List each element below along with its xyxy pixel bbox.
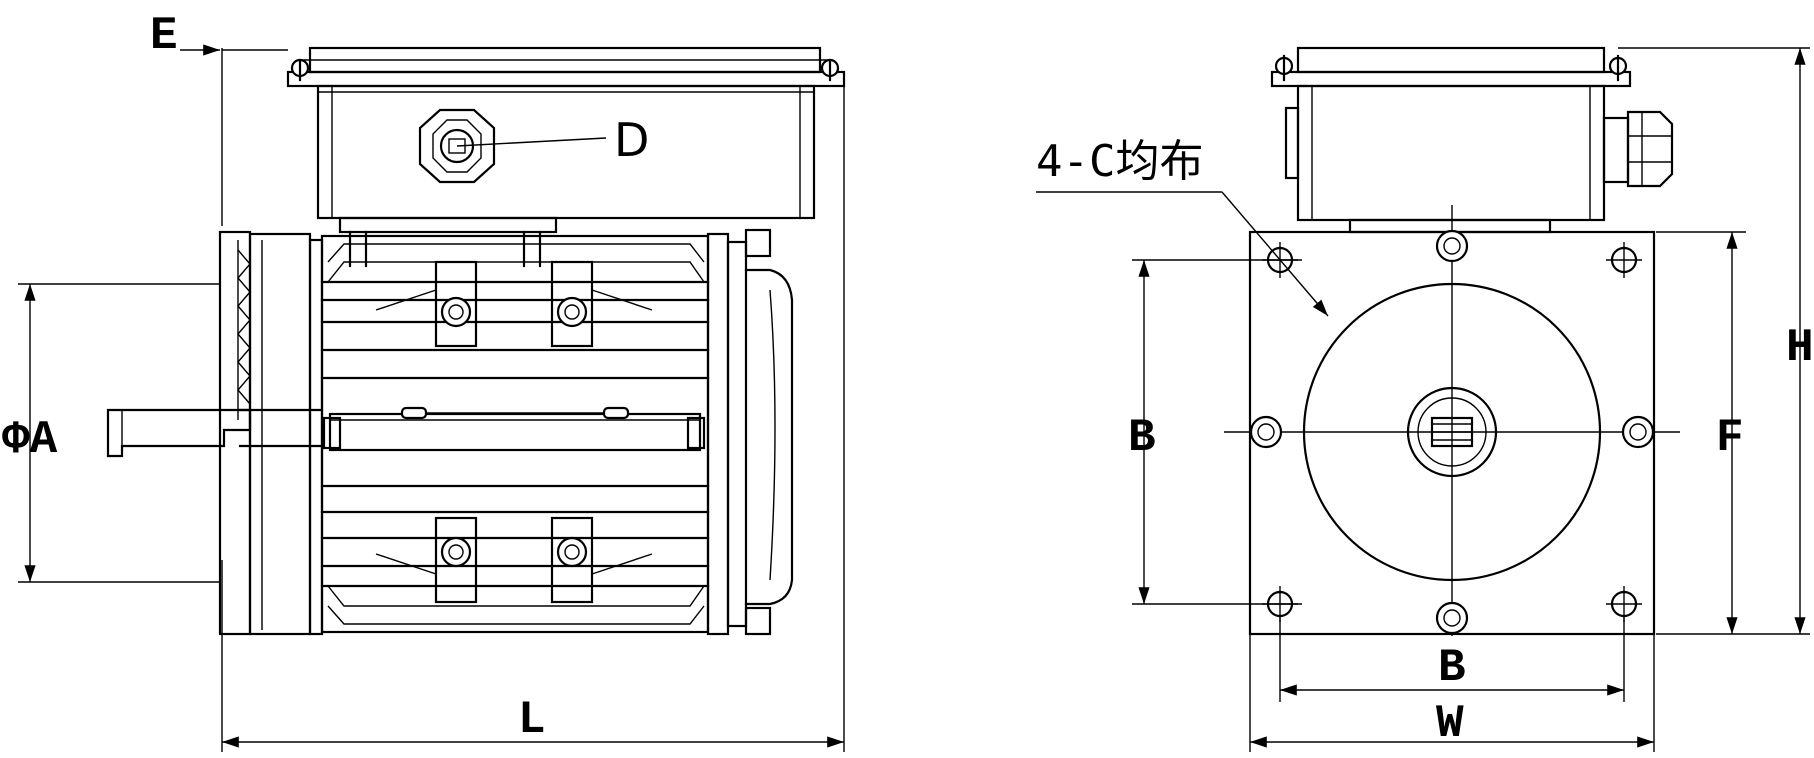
tie-bolt-nuts xyxy=(1249,229,1655,635)
dim-phi-a: ΦA xyxy=(2,283,220,583)
dim-b-vertical: B xyxy=(1128,259,1302,605)
end-terminal-box xyxy=(1270,46,1674,234)
end-flange-plate xyxy=(1224,205,1680,636)
shaft xyxy=(106,408,252,458)
label-b-horizontal: B xyxy=(1438,642,1466,694)
label-b-vertical: B xyxy=(1128,412,1156,464)
label-f: F xyxy=(1716,412,1744,464)
cable-gland xyxy=(418,108,607,184)
side-view: E ΦA L D xyxy=(2,10,846,752)
motor-frame xyxy=(320,234,710,634)
feet-bolts xyxy=(375,260,653,604)
label-holes-note: 4-C均布 xyxy=(1036,136,1203,187)
front-flange xyxy=(218,230,324,636)
label-e: E xyxy=(150,10,178,62)
label-h: H xyxy=(1786,322,1814,374)
terminal-box-neck xyxy=(338,216,558,268)
dim-b-horizontal: B xyxy=(1279,616,1625,702)
dim-f: F xyxy=(1656,231,1746,635)
label-phi-a: ΦA xyxy=(2,414,58,466)
terminal-box xyxy=(286,46,846,220)
label-l: L xyxy=(518,694,546,746)
dim-w: W xyxy=(1249,634,1655,752)
dim-h: H xyxy=(1618,47,1814,635)
holes-note-leader: 4-C均布 xyxy=(1036,136,1329,317)
end-view: 4-C均布 B F H B xyxy=(1036,46,1814,752)
label-d: D xyxy=(614,113,649,167)
label-w: W xyxy=(1436,698,1464,750)
dim-l: L xyxy=(221,86,845,752)
dim-e: E xyxy=(150,10,288,226)
rear-end-cap xyxy=(706,228,794,636)
